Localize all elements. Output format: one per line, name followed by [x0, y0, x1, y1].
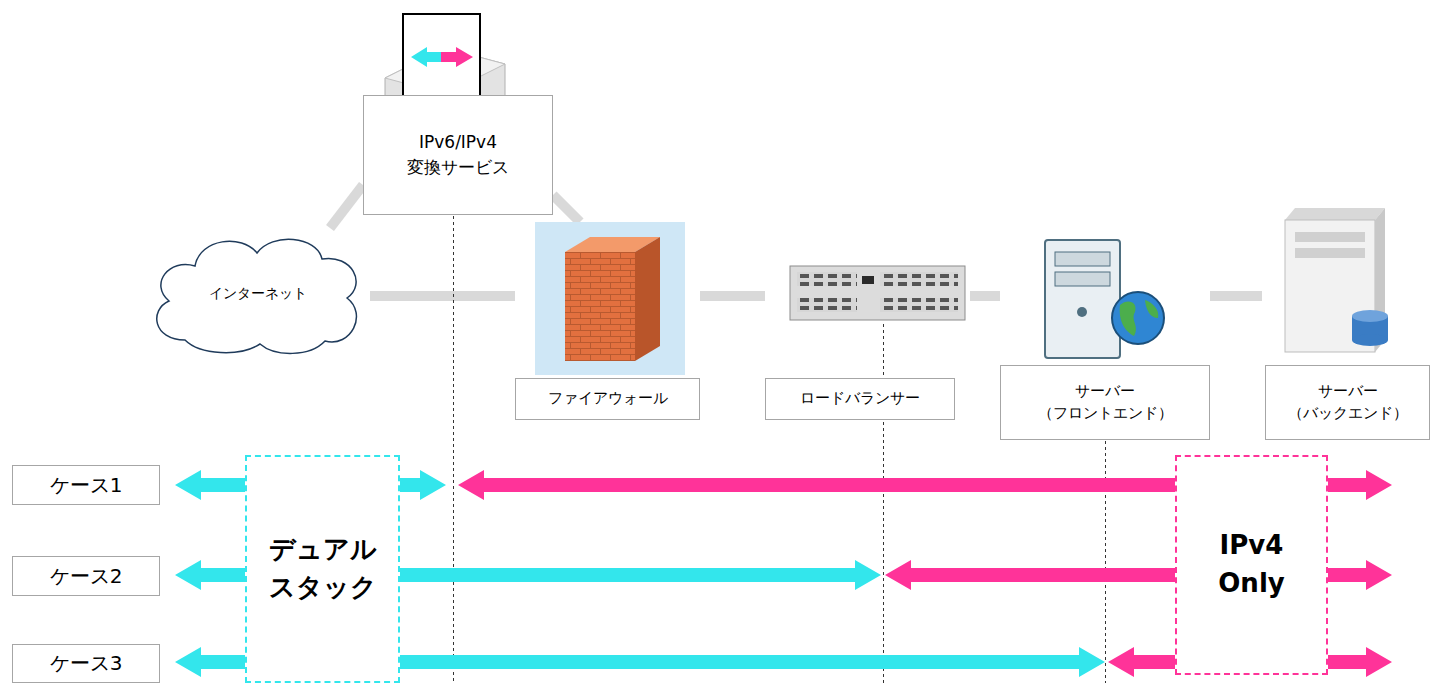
node-text: インターネット: [209, 283, 307, 303]
node-text: ロードバランサー: [800, 388, 920, 410]
firewall-icon: [535, 222, 685, 375]
label-box: IPv6/IPv4 変換サービス: [363, 95, 553, 215]
case-label: ケース2: [12, 556, 160, 596]
case-arrow: [400, 560, 881, 590]
case-arrow: [175, 647, 245, 677]
case-arrow: [1108, 647, 1175, 677]
backend-server-icon: [1285, 208, 1388, 352]
case-arrow: [458, 470, 1175, 500]
node-text: ケース1: [50, 471, 123, 500]
label-box: サーバー （フロントエンド）: [1000, 365, 1210, 440]
label-box: サーバー （バックエンド）: [1265, 365, 1430, 440]
case-arrow: [885, 560, 1175, 590]
cloud-node: インターネット: [145, 228, 370, 358]
case-label: ケース1: [12, 465, 160, 505]
ipv4-only-box: IPv4 Only: [1175, 455, 1328, 675]
node-text: サーバー （フロントエンド）: [1038, 381, 1173, 425]
backend-server-node: サーバー （バックエンド）: [1262, 205, 1430, 440]
firewall-node: ファイアウォール: [515, 222, 700, 420]
node-text: デュアル スタック: [269, 531, 377, 606]
link-line: [370, 291, 515, 301]
node-text: ケース2: [50, 562, 123, 591]
case-arrow: [1328, 647, 1392, 677]
case-arrow: [1328, 560, 1392, 590]
dual-stack-box: デュアル スタック: [245, 455, 400, 683]
link-line: [553, 195, 580, 222]
load-balancer-icon: [790, 266, 965, 320]
link-line: [700, 291, 765, 301]
label-box: ファイアウォール: [515, 378, 700, 420]
label-box: ロードバランサー: [765, 378, 955, 420]
node-text: ケース3: [50, 649, 123, 678]
node-text: IPv4 Only: [1218, 527, 1284, 602]
link-line: [1210, 291, 1262, 301]
case-arrow: [400, 647, 1105, 677]
node-text: ファイアウォール: [548, 388, 668, 410]
case-arrow: [175, 470, 245, 500]
guide-line: [454, 216, 1106, 683]
service-node: IPv6/IPv4 変換サービス: [363, 12, 553, 215]
case-arrow: [400, 470, 446, 500]
load-balancer-node: ロードバランサー: [765, 265, 970, 420]
node-text: サーバー （バックエンド）: [1288, 381, 1408, 425]
link-line: [330, 185, 363, 228]
case-label: ケース3: [12, 644, 160, 683]
link-line: [970, 291, 1000, 301]
frontend-server-icon: [1045, 240, 1164, 358]
case-arrow: [175, 560, 245, 590]
node-text: IPv6/IPv4 変換サービス: [407, 130, 509, 179]
frontend-server-node: サーバー （フロントエンド）: [1000, 235, 1210, 440]
case-arrow: [1328, 470, 1392, 500]
